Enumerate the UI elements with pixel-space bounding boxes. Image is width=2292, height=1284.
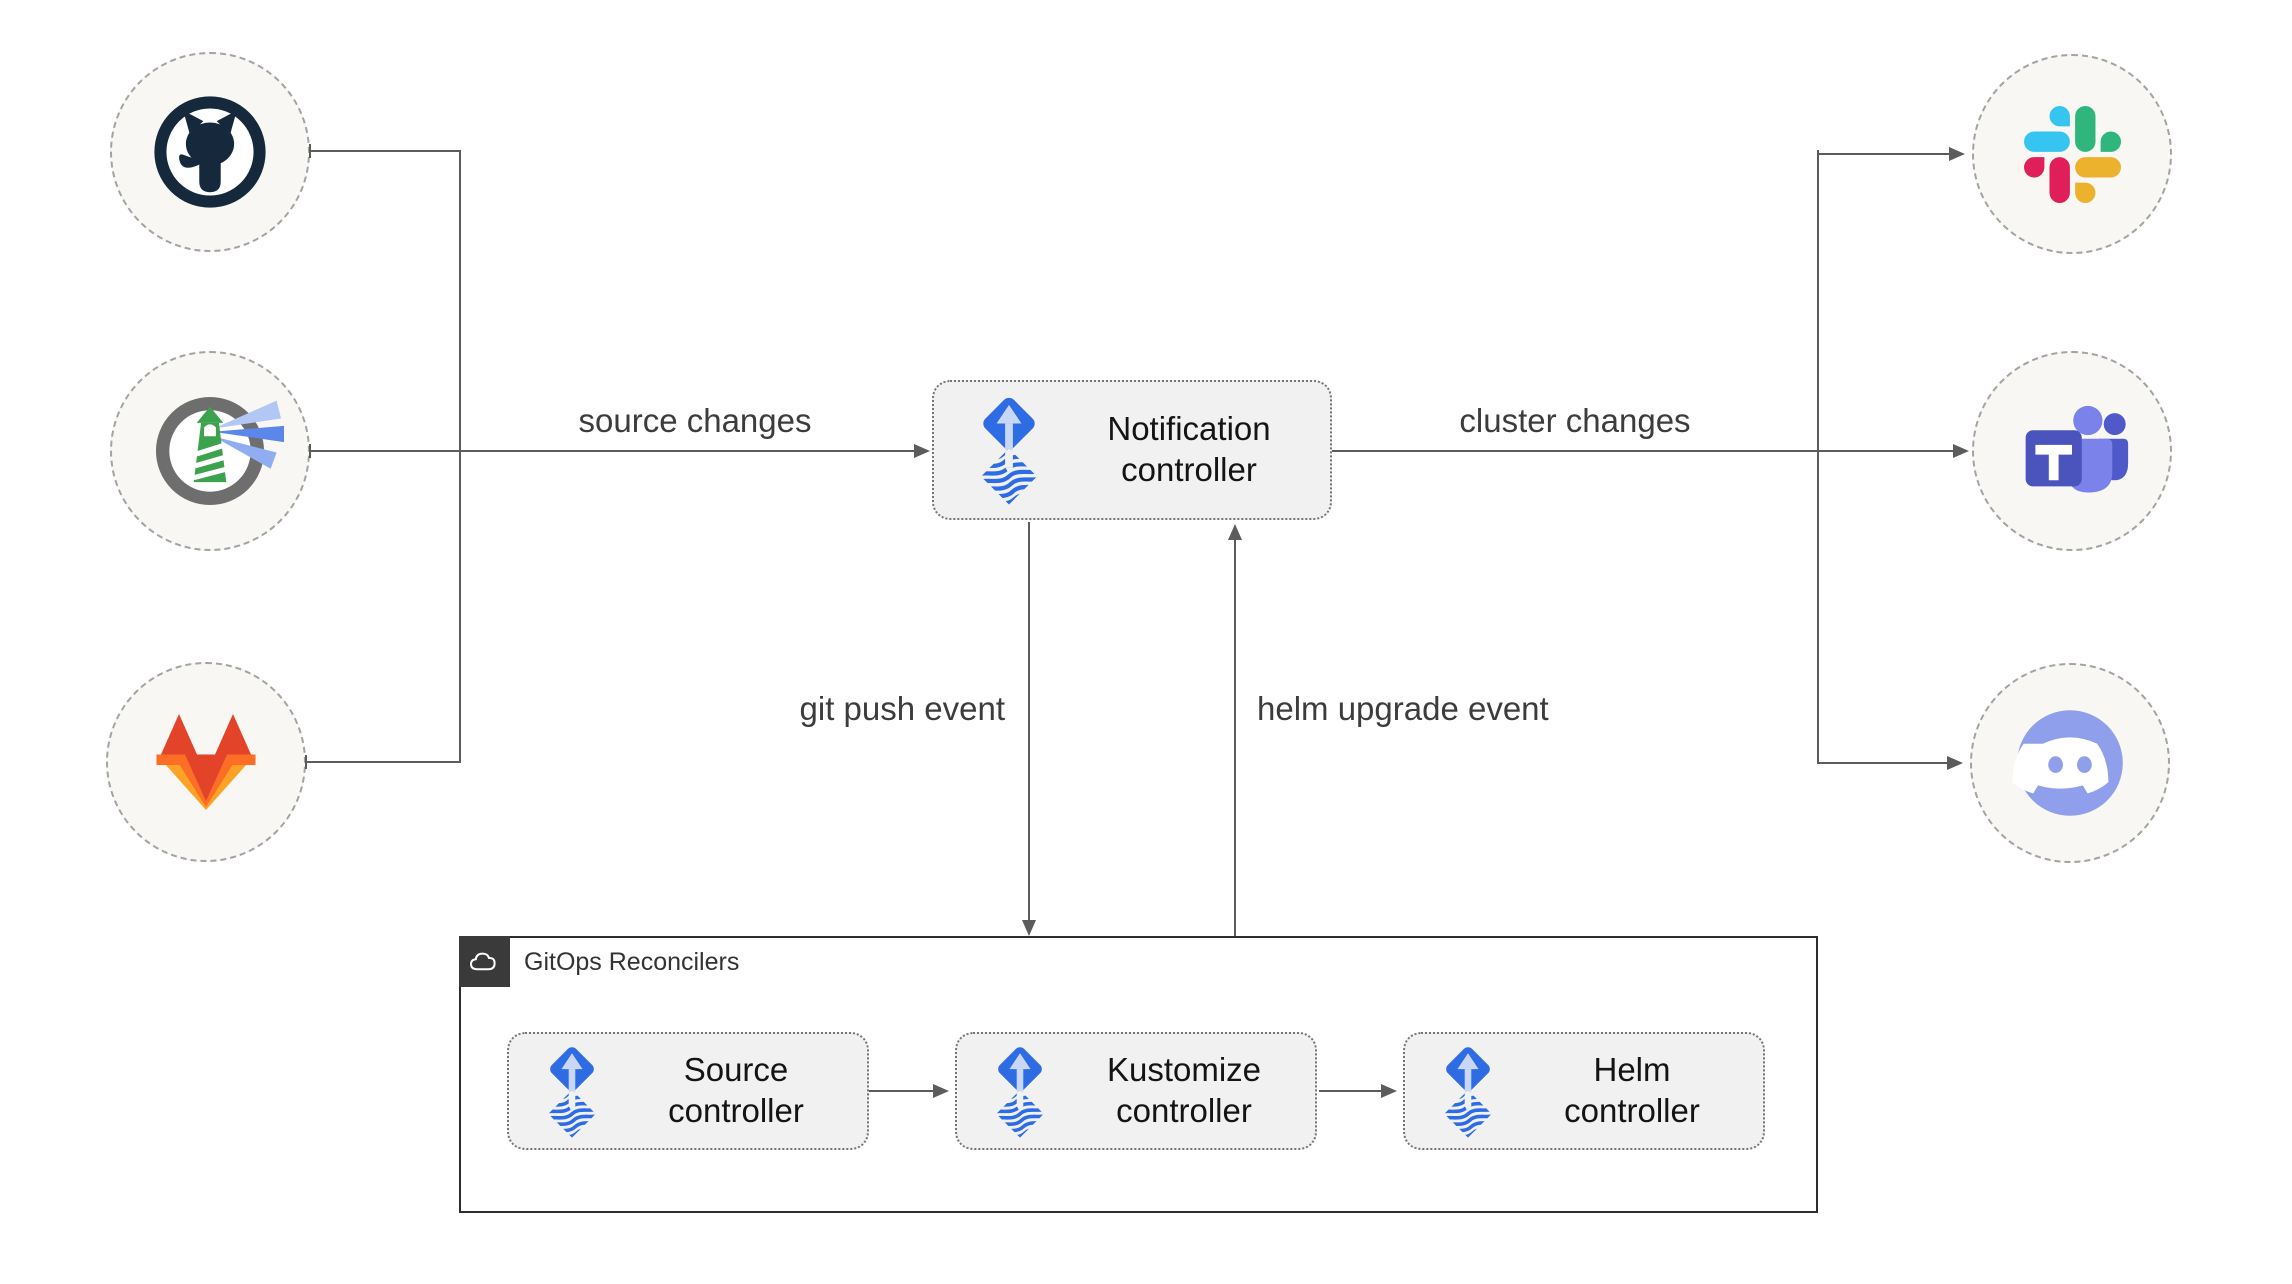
kustomize-controller-label: Kustomize controller (1053, 1050, 1315, 1132)
group-title: GitOps Reconcilers (524, 948, 740, 976)
edge-label-helm-upgrade-event: helm upgrade event (1257, 690, 1549, 727)
source-label-line1: Source (683, 1051, 789, 1089)
edge-github-line (310, 150, 460, 152)
edge-slack-arrowhead (1949, 147, 1965, 161)
harbor-icon (155, 396, 284, 506)
edge-discord-arrowhead (1947, 756, 1963, 770)
edge-kustomize-to-helm-arrowhead (1381, 1084, 1397, 1098)
flux-icon (1435, 1044, 1501, 1139)
flux-icon (970, 394, 1048, 506)
source-node-gitlab (106, 662, 306, 862)
flux-icon (539, 1044, 605, 1139)
edge-source-to-kustomize-arrowhead (933, 1084, 949, 1098)
gitlab-icon (156, 714, 256, 810)
cloud-icon (469, 952, 496, 970)
target-node-slack (1972, 54, 2172, 254)
target-node-discord (1970, 663, 2170, 863)
edge-source-to-kustomize-line (869, 1090, 933, 1092)
edge-helm-upgrade-line (1234, 538, 1236, 936)
edge-right-bus-line (1817, 150, 1819, 764)
source-node-harbor (110, 351, 310, 551)
source-controller-node: Source controller (507, 1032, 869, 1150)
slack-icon (2023, 105, 2121, 203)
edge-git-push-line (1028, 522, 1030, 920)
notification-controller-node: Notification controller (932, 380, 1332, 520)
edge-source-changes-line (459, 450, 914, 452)
source-node-github (110, 52, 310, 252)
kustomize-label-line1: Kustomize (1106, 1051, 1262, 1089)
edge-cluster-changes-line (1332, 450, 1953, 452)
helm-label-line2: controller (1564, 1092, 1700, 1129)
edge-slack-line (1817, 153, 1949, 155)
group-badge (459, 936, 510, 987)
target-node-teams (1972, 351, 2172, 551)
helm-controller-node: Helm controller (1403, 1032, 1765, 1150)
helm-controller-label: Helm controller (1501, 1050, 1763, 1132)
edge-git-push-arrowhead (1022, 920, 1036, 936)
edge-discord-line (1817, 762, 1947, 764)
edge-kustomize-to-helm-line (1319, 1090, 1381, 1092)
edge-label-source-changes: source changes (578, 402, 812, 439)
flux-icon (987, 1044, 1053, 1139)
kustomize-controller-node: Kustomize controller (955, 1032, 1317, 1150)
discord-icon (2012, 710, 2123, 816)
edge-teams-arrowhead (1953, 444, 1969, 458)
edge-gitlab-line (306, 761, 460, 763)
github-icon (154, 96, 266, 208)
teams-icon (2025, 405, 2129, 493)
source-label-line2: controller (668, 1092, 804, 1129)
edge-label-cluster-changes: cluster changes (1459, 402, 1691, 439)
edge-label-git-push-event: git push event (799, 690, 1005, 727)
notification-label-line1: Notification (1107, 410, 1271, 448)
kustomize-label-line2: controller (1116, 1092, 1252, 1129)
helm-label-line1: Helm (1593, 1051, 1671, 1089)
edge-left-bus-line (459, 150, 461, 763)
edge-source-changes-arrowhead (914, 444, 930, 458)
notification-controller-label: Notification controller (1048, 409, 1330, 491)
source-controller-label: Source controller (605, 1050, 867, 1132)
notification-label-line2: controller (1121, 451, 1257, 488)
edge-helm-upgrade-arrowhead (1228, 524, 1242, 540)
edge-harbor-line (310, 450, 460, 452)
